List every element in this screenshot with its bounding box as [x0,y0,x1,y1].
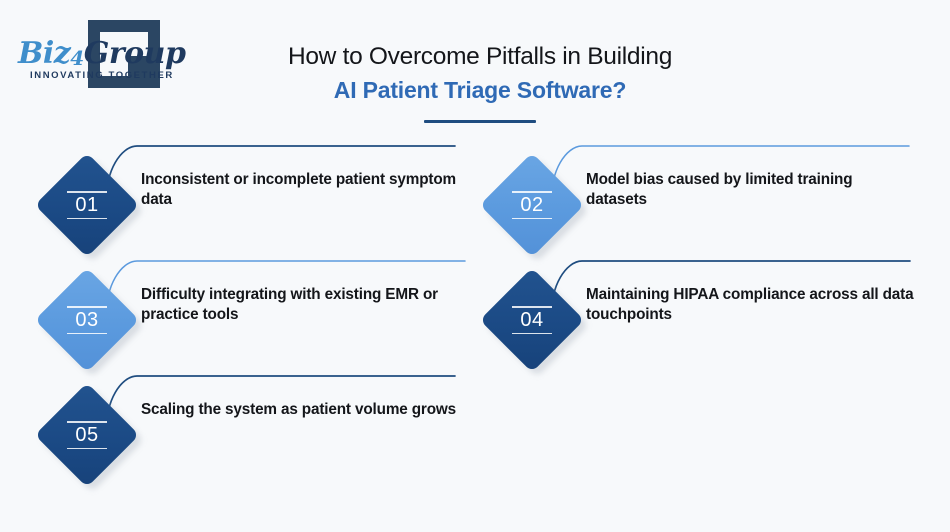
diamond-number: 02 [520,194,544,216]
diamond-rule-top [67,421,107,423]
logo-emblem-notch-lower [128,56,148,88]
diamond-number: 01 [75,194,99,216]
diamond-number-group: 01 [50,168,124,242]
logo-word-four: 4 [70,46,84,70]
pitfall-item-03[interactable]: 03 Difficulty integrating with existing … [34,255,475,378]
brand-logo: Biz4Group INNOVATING TOGETHER [18,18,186,90]
diamond-number-group: 04 [495,283,569,357]
page-title: How to Overcome Pitfalls in Building AI … [230,40,730,123]
logo-word-group: Group [83,36,186,71]
pitfall-text-05: Scaling the system as patient volume gro… [141,401,457,418]
diamond-rule-top [512,306,552,308]
diamond-number-group: 03 [50,283,124,357]
diamond-badge-01[interactable]: 01 [34,152,145,263]
diamond-rule-bottom [512,217,552,219]
logo-tagline: INNOVATING TOGETHER [30,70,174,81]
pitfall-text-02: Model bias caused by limited training da… [586,171,853,209]
logo-wordmark: Biz4Group [18,36,186,71]
title-underline-accent [424,119,536,123]
diamond-badge-05[interactable]: 05 [34,382,145,493]
diamond-badge-02[interactable]: 02 [479,152,590,263]
pitfall-text-04: Maintaining HIPAA compliance across all … [586,286,914,324]
pitfall-text-03: Difficulty integrating with existing EMR… [141,286,438,324]
logo-word-biz: Biz [18,36,71,71]
diamond-rule-bottom [512,332,552,334]
diamond-number-group: 05 [50,398,124,472]
diamond-badge-03[interactable]: 03 [34,267,145,378]
diamond-number: 04 [520,309,544,331]
page-title-line-2: AI Patient Triage Software? [333,77,627,104]
pitfall-item-01[interactable]: 01 Inconsistent or incomplete patient sy… [34,140,475,263]
pitfall-item-04[interactable]: 04 Maintaining HIPAA compliance across a… [479,255,920,378]
pitfall-item-02[interactable]: 02 Model bias caused by limited training… [479,140,920,263]
diamond-rule-bottom [67,332,107,334]
page-title-line-1: How to Overcome Pitfalls in Building [287,43,673,70]
diamond-rule-top [67,191,107,193]
diamond-number-group: 02 [495,168,569,242]
diamond-number: 05 [75,424,99,446]
pitfall-text-01: Inconsistent or incomplete patient sympt… [141,171,456,209]
diamond-rule-bottom [67,217,107,219]
diamond-rule-top [512,191,552,193]
diamond-rule-bottom [67,447,107,449]
diamond-number: 03 [75,309,99,331]
diamond-badge-04[interactable]: 04 [479,267,590,378]
diamond-rule-top [67,306,107,308]
pitfall-item-05[interactable]: 05 Scaling the system as patient volume … [34,370,475,493]
